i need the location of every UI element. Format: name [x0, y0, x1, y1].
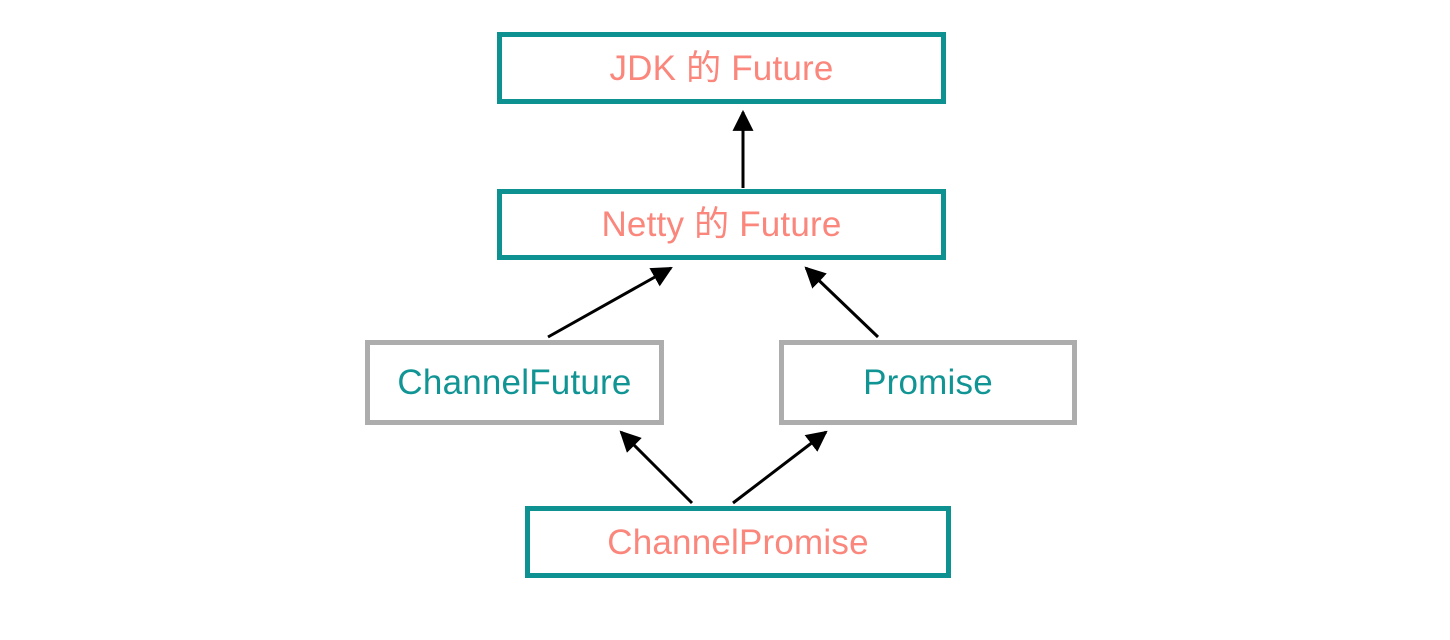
edge-channelpromise-to-promise [732, 430, 828, 505]
node-netty-future[interactable]: Netty 的 Future [497, 189, 946, 260]
node-channel-promise-label: ChannelPromise [607, 522, 869, 562]
node-promise[interactable]: Promise [779, 340, 1077, 425]
edge-promise-to-netty [804, 266, 880, 339]
node-channel-promise[interactable]: ChannelPromise [525, 506, 951, 578]
node-netty-future-label: Netty 的 Future [601, 205, 842, 244]
node-channel-future[interactable]: ChannelFuture [365, 340, 664, 425]
edge-channelpromise-to-channelfuture [619, 430, 694, 505]
node-jdk-future-label: JDK 的 Future [609, 48, 834, 88]
node-promise-label: Promise [863, 363, 993, 402]
node-jdk-future[interactable]: JDK 的 Future [497, 32, 946, 104]
node-channel-future-label: ChannelFuture [397, 363, 632, 402]
edge-channelfuture-to-netty [547, 266, 673, 339]
